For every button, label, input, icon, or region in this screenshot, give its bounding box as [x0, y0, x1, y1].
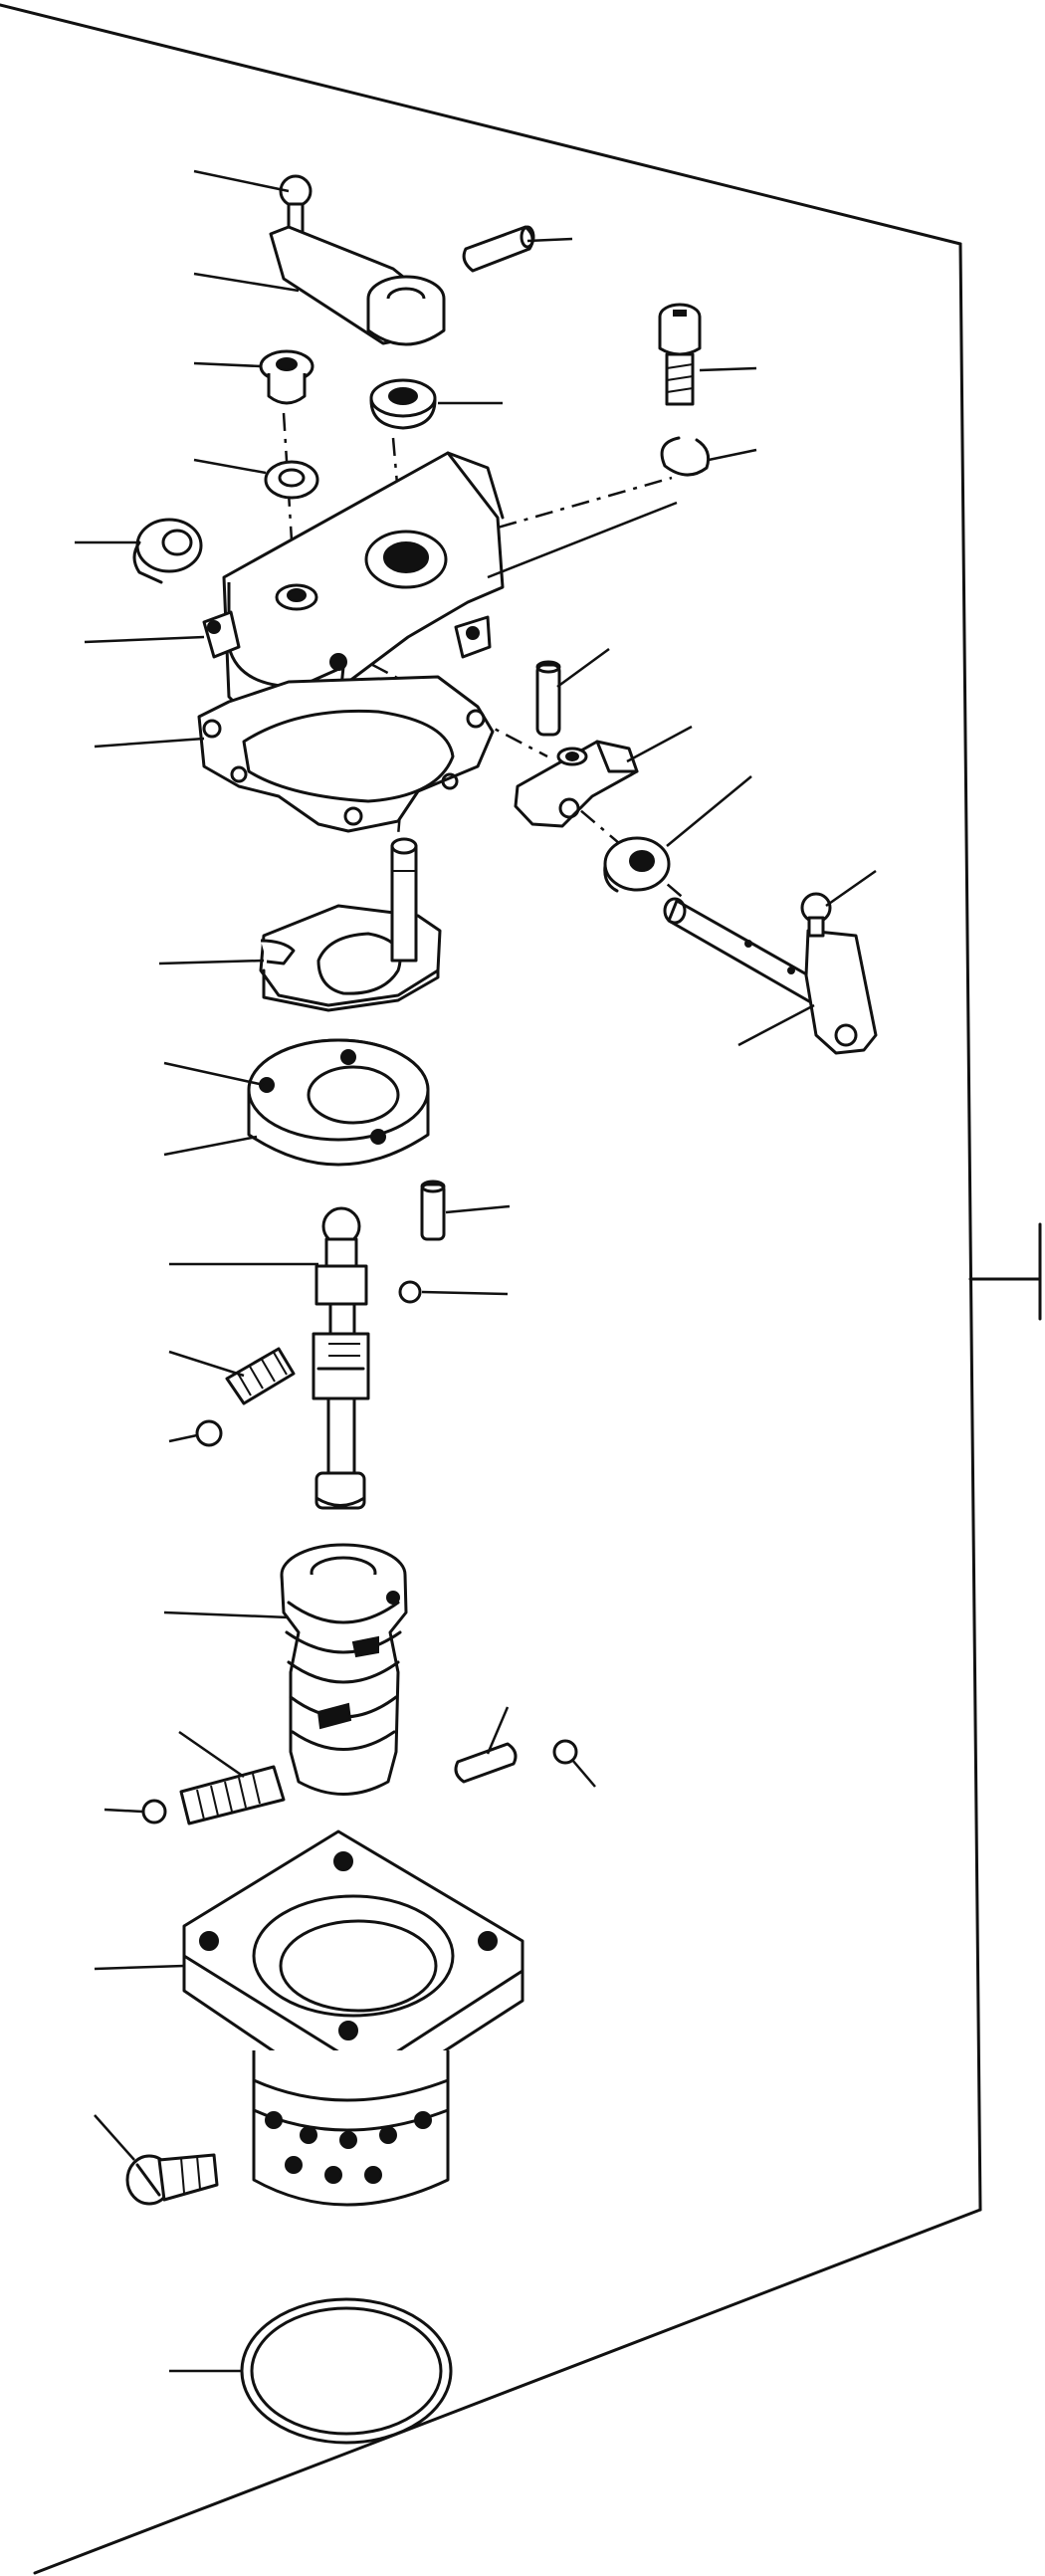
callout-leader	[556, 647, 610, 689]
callout-leader	[666, 775, 752, 847]
callout-leader	[571, 1759, 596, 1788]
callout-leader	[163, 1135, 258, 1157]
plug-cap	[259, 349, 314, 405]
thrust-ring	[247, 1038, 430, 1167]
callout-leader	[708, 448, 757, 462]
pin-right	[535, 660, 561, 737]
callout-leader	[84, 635, 205, 644]
callout-leader	[193, 169, 290, 193]
cam-plate	[259, 837, 442, 1012]
flange-body	[182, 1829, 524, 2207]
ball-small-1	[398, 1280, 422, 1304]
callout-leader	[104, 1808, 143, 1814]
seal-ring-top	[264, 460, 319, 500]
callout-leader	[94, 737, 205, 749]
callout-leader	[486, 1706, 510, 1755]
ball-small-4	[141, 1799, 167, 1825]
callout-leader	[163, 1061, 265, 1087]
callout-leader	[94, 1964, 185, 1971]
ball-small-3	[552, 1739, 578, 1765]
callout-leader	[737, 1003, 815, 1047]
pin-short	[420, 1180, 446, 1241]
diagram-frame	[0, 3, 1042, 2575]
cover-gasket	[197, 675, 495, 833]
socket-cap-screw	[658, 303, 702, 406]
clamp-lever	[514, 740, 639, 828]
callout-leader	[825, 869, 877, 908]
callout-leader	[626, 725, 693, 763]
ball-stud-lever-top	[269, 174, 446, 346]
spring-large	[179, 1765, 286, 1825]
callout-leader	[168, 1433, 198, 1443]
callout-leader	[421, 1290, 509, 1296]
snap-ring	[660, 436, 711, 477]
callout-leader	[193, 458, 267, 475]
o-ring-seal	[240, 2297, 453, 2445]
seal-washer-upper	[369, 378, 437, 430]
spacer-ring	[132, 518, 203, 584]
dowel-pin-top	[462, 225, 535, 273]
callout-leader	[193, 272, 300, 293]
callout-leader	[94, 2114, 135, 2161]
callout-leader	[487, 501, 678, 579]
callout-leader	[163, 1610, 290, 1619]
callout-leader	[178, 1730, 245, 1779]
sleeve-cylinder	[280, 1543, 408, 1796]
control-spool	[312, 1206, 370, 1510]
callout-leader	[445, 1204, 511, 1214]
lever-shaft	[663, 892, 878, 1055]
pin-small-right	[454, 1742, 518, 1784]
callout-leader-lines	[75, 169, 877, 2373]
callout-leader	[699, 366, 757, 372]
callout-leader	[193, 361, 262, 368]
slotted-screw	[125, 2153, 219, 2206]
callout-leader	[158, 959, 265, 966]
callout-leader	[526, 237, 573, 243]
spring-small	[225, 1347, 296, 1405]
callout-leader	[168, 1350, 245, 1378]
ball-small-2	[195, 1419, 223, 1447]
shaft-washer	[603, 836, 671, 893]
